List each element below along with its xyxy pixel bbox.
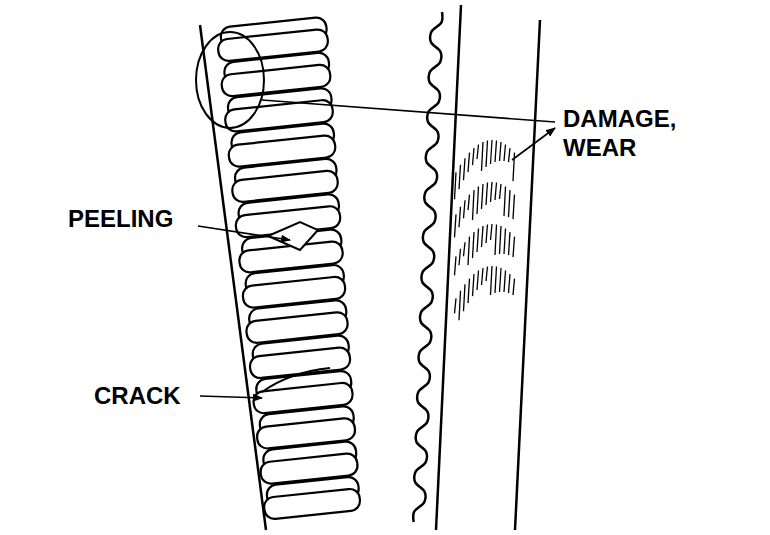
wear-mark xyxy=(482,268,484,285)
leader-line xyxy=(512,128,555,160)
peeling-mark xyxy=(268,222,318,250)
wear-mark xyxy=(500,268,502,292)
damage-circle xyxy=(196,32,264,128)
wear-mark xyxy=(455,172,457,199)
wear-mark xyxy=(509,148,511,162)
wear-mark xyxy=(459,207,461,228)
wear-mark xyxy=(477,145,479,160)
wear-mark xyxy=(495,225,497,256)
wear-mark xyxy=(473,148,475,165)
wear-mark xyxy=(495,183,497,201)
leader-lines xyxy=(198,100,555,398)
wear-mark xyxy=(486,141,488,168)
wear-mark xyxy=(513,237,515,258)
wear-mark xyxy=(504,187,506,217)
wear-mark xyxy=(482,142,484,171)
wear-mark xyxy=(486,267,488,282)
belt-tooth xyxy=(262,476,361,520)
crack-mark xyxy=(262,368,330,392)
leader-line xyxy=(262,100,555,122)
tooth-profile xyxy=(413,12,442,522)
wear-mark xyxy=(500,142,502,161)
wear-mark xyxy=(482,226,484,247)
wear-mark xyxy=(495,141,497,163)
wear-mark xyxy=(473,190,475,220)
wear-mark xyxy=(504,145,506,162)
wear-mark xyxy=(509,274,511,293)
wear-mark xyxy=(513,195,515,220)
wear-mark xyxy=(455,256,457,275)
part-label: PEELING xyxy=(68,204,173,233)
tooth-face xyxy=(263,488,361,520)
wear-mark xyxy=(477,187,479,215)
wear-mark xyxy=(464,158,466,180)
wear-mark xyxy=(459,165,461,190)
wear-mark xyxy=(464,284,466,311)
wear-mark xyxy=(491,140,493,164)
wear-mark xyxy=(482,184,484,209)
wear-mark xyxy=(495,267,497,294)
wear-mark xyxy=(504,229,506,255)
wear-mark xyxy=(500,226,502,254)
wear-mark xyxy=(468,153,470,173)
wear-mark xyxy=(464,200,466,218)
wear-mark xyxy=(491,182,493,202)
leader-line xyxy=(200,396,262,398)
wear-mark xyxy=(468,195,470,211)
wear-mark xyxy=(473,274,475,296)
wear-mark xyxy=(477,271,479,291)
wear-mark xyxy=(513,279,515,296)
wear-mark xyxy=(455,298,457,313)
wear-mark xyxy=(491,266,493,295)
wear-mark xyxy=(459,291,461,321)
wear-mark xyxy=(464,242,466,256)
wear-mark xyxy=(486,225,488,244)
wear-mark xyxy=(477,229,479,253)
wear-mark xyxy=(513,153,515,182)
wear-mark xyxy=(468,237,470,266)
wear-mark xyxy=(473,232,475,258)
wear-mark xyxy=(509,190,511,217)
wear-mark xyxy=(459,249,461,266)
wear-mark xyxy=(500,184,502,199)
wear-mark xyxy=(468,279,470,304)
belt-tooth-side xyxy=(196,17,361,530)
belt-edge xyxy=(436,5,461,530)
part-label: CRACK xyxy=(94,381,181,410)
wear-mark xyxy=(455,214,457,237)
wear-mark xyxy=(504,271,506,293)
wear-mark xyxy=(491,224,493,240)
leader-line xyxy=(198,226,290,240)
part-label: DAMAGE, WEAR xyxy=(563,104,676,162)
wear-mark xyxy=(509,232,511,255)
belt-edge xyxy=(515,20,540,530)
belt-back-side xyxy=(413,5,540,530)
wear-mark xyxy=(486,183,488,206)
